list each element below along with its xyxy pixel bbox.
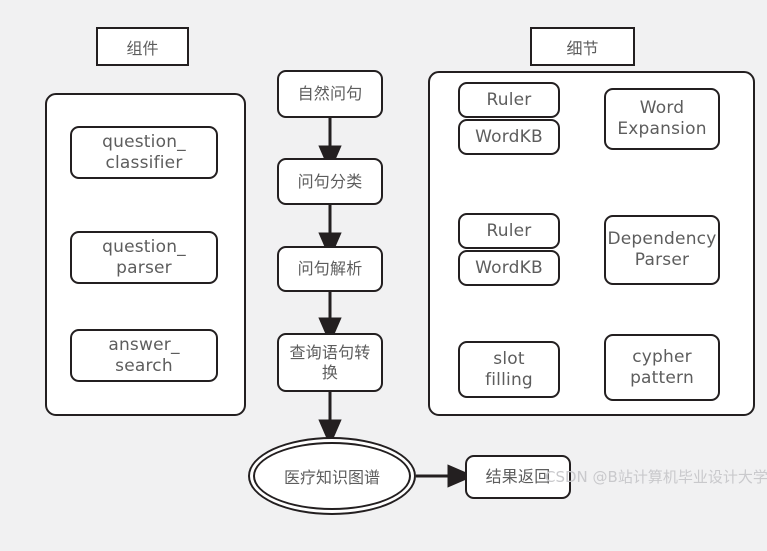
flow-step-question-parsing[interactable]: 问句解析 — [277, 246, 383, 292]
component-question-parser[interactable]: question_ parser — [70, 231, 218, 284]
detail-ruler-1-label: Ruler — [486, 89, 532, 110]
detail-wordkb-1[interactable]: WordKB — [458, 119, 560, 155]
component-question-parser-line1: question_ — [102, 236, 186, 257]
detail-ruler-2[interactable]: Ruler — [458, 213, 560, 249]
component-question-classifier-line1: question_ — [102, 131, 186, 152]
flow-step-natural-question[interactable]: 自然问句 — [277, 70, 383, 118]
component-answer-search-line1: answer_ — [108, 334, 180, 355]
detail-wordkb-2-label: WordKB — [475, 257, 543, 278]
detail-slot-filling[interactable]: slot filling — [458, 341, 560, 398]
right-panel-title: 细节 — [530, 27, 635, 66]
flow-step-result-return-label: 结果返回 — [485, 467, 551, 487]
component-answer-search-line2: search — [115, 355, 173, 376]
detail-word-expansion-line1: Word — [639, 98, 685, 119]
detail-word-expansion-line2: Expansion — [617, 119, 707, 139]
detail-dependency-parser-line2: Parser — [634, 250, 690, 270]
component-question-classifier-line2: classifier — [105, 152, 183, 173]
detail-cypher-pattern-line2: pattern — [630, 367, 694, 388]
detail-cypher-pattern[interactable]: cypher pattern — [604, 334, 720, 401]
component-question-parser-line2: parser — [116, 257, 172, 278]
component-answer-search[interactable]: answer_ search — [70, 329, 218, 382]
left-panel-title: 组件 — [96, 27, 189, 66]
detail-ruler-2-label: Ruler — [486, 220, 532, 241]
detail-wordkb-2[interactable]: WordKB — [458, 250, 560, 286]
flow-step-question-parsing-label: 问句解析 — [297, 259, 363, 279]
detail-slot-filling-line2: filling — [485, 369, 533, 390]
detail-cypher-pattern-line1: cypher — [632, 346, 692, 367]
detail-dependency-parser[interactable]: Dependency Parser — [604, 215, 720, 285]
watermark: CSDN @B站计算机毕业设计大学 — [545, 468, 767, 486]
datastore-medical-knowledge-graph[interactable]: 医疗知识图谱 — [248, 437, 416, 515]
detail-ruler-1[interactable]: Ruler — [458, 82, 560, 118]
detail-wordkb-1-label: WordKB — [475, 126, 543, 147]
flow-step-query-conversion[interactable]: 查询语句转换 — [277, 333, 383, 392]
diagram-canvas: 组件 question_ classifier question_ parser… — [45, 27, 767, 515]
detail-dependency-parser-line1: Dependency — [607, 229, 717, 250]
flow-step-question-classification-label: 问句分类 — [297, 171, 363, 191]
detail-slot-filling-line1: slot — [493, 348, 525, 369]
flow-step-question-classification[interactable]: 问句分类 — [277, 158, 383, 205]
flow-step-natural-question-label: 自然问句 — [297, 84, 363, 104]
detail-word-expansion[interactable]: Word Expansion — [604, 88, 720, 150]
left-panel-title-label: 组件 — [126, 38, 159, 58]
right-panel-title-label: 细节 — [566, 38, 599, 58]
component-question-classifier[interactable]: question_ classifier — [70, 126, 218, 179]
flow-step-query-conversion-label: 查询语句转换 — [289, 342, 371, 382]
datastore-label: 医疗知识图谱 — [283, 468, 380, 487]
